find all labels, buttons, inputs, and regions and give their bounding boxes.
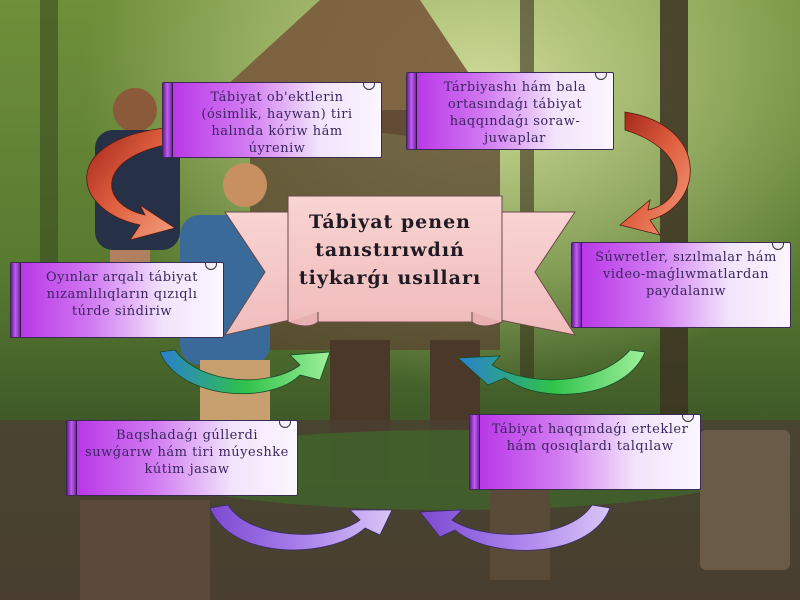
red-curved-arrow-right — [619, 111, 691, 236]
method-card-1: Tábiyat ob'ektlerin (ósimlik, haywan) ti… — [162, 82, 382, 158]
method-card-6: Tábiyat haqqındaǵı ertekler hám qosıqlar… — [469, 414, 701, 490]
method-card-2: Tárbiyashı hám bala ortasındaǵı tábiyat … — [406, 72, 614, 150]
method-text: Oyınlar arqalı tábiyat nızamlılıqların q… — [45, 270, 199, 319]
method-card-3: Oyınlar arqalı tábiyat nızamlılıqların q… — [10, 262, 224, 338]
method-text: Tábiyat haqqındaǵı ertekler hám qosıqlar… — [491, 422, 689, 454]
green-curved-arrow-right — [457, 349, 646, 395]
violet-curved-arrow-right — [419, 504, 611, 551]
diagram-title: Tábiyat penen tanıstırıwdıń tiykarǵı usı… — [298, 211, 482, 289]
method-card-4: Súwretler, sızılmalar hám video-maǵlıwma… — [571, 242, 791, 328]
method-card-5: Baqshadaǵı gúllerdi suwǵarıw hám tiri mú… — [66, 420, 298, 496]
method-text: Súwretler, sızılmalar hám video-maǵlıwma… — [595, 250, 777, 299]
green-curved-arrow-left — [159, 349, 331, 395]
violet-curved-arrow-left — [209, 504, 393, 551]
method-text: Tárbiyashı hám bala ortasındaǵı tábiyat … — [443, 80, 587, 146]
method-text: Tábiyat ob'ektlerin (ósimlik, haywan) ti… — [201, 90, 353, 156]
method-text: Baqshadaǵı gúllerdi suwǵarıw hám tiri mú… — [85, 428, 289, 477]
red-curved-arrow-left — [86, 127, 176, 241]
title-banner — [223, 195, 577, 336]
